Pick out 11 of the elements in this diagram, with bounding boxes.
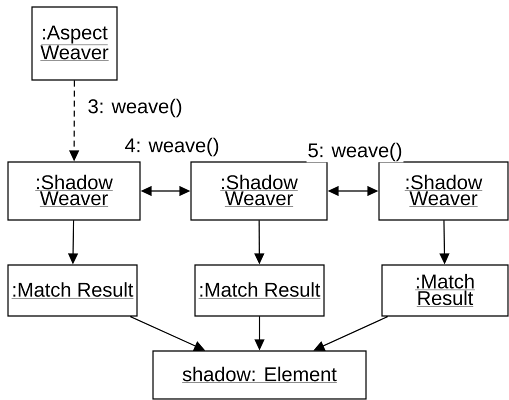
object-box: :Shadow Weaver: [190, 161, 328, 221]
object-box: :Match Result: [381, 264, 509, 317]
object-box: :Match Result: [194, 264, 325, 317]
object-box: :Match Result: [7, 264, 138, 317]
object-box: :Shadow Weaver: [7, 161, 141, 221]
edge-label: 3: weave(): [86, 98, 184, 118]
object-box: :Aspect Weaver: [31, 6, 118, 81]
edge-label: 5: weave(): [306, 142, 404, 162]
edge-label: 4: weave(): [124, 136, 220, 158]
object-box: shadow: Element: [152, 350, 367, 400]
object-box: :Shadow Weaver: [378, 161, 509, 221]
